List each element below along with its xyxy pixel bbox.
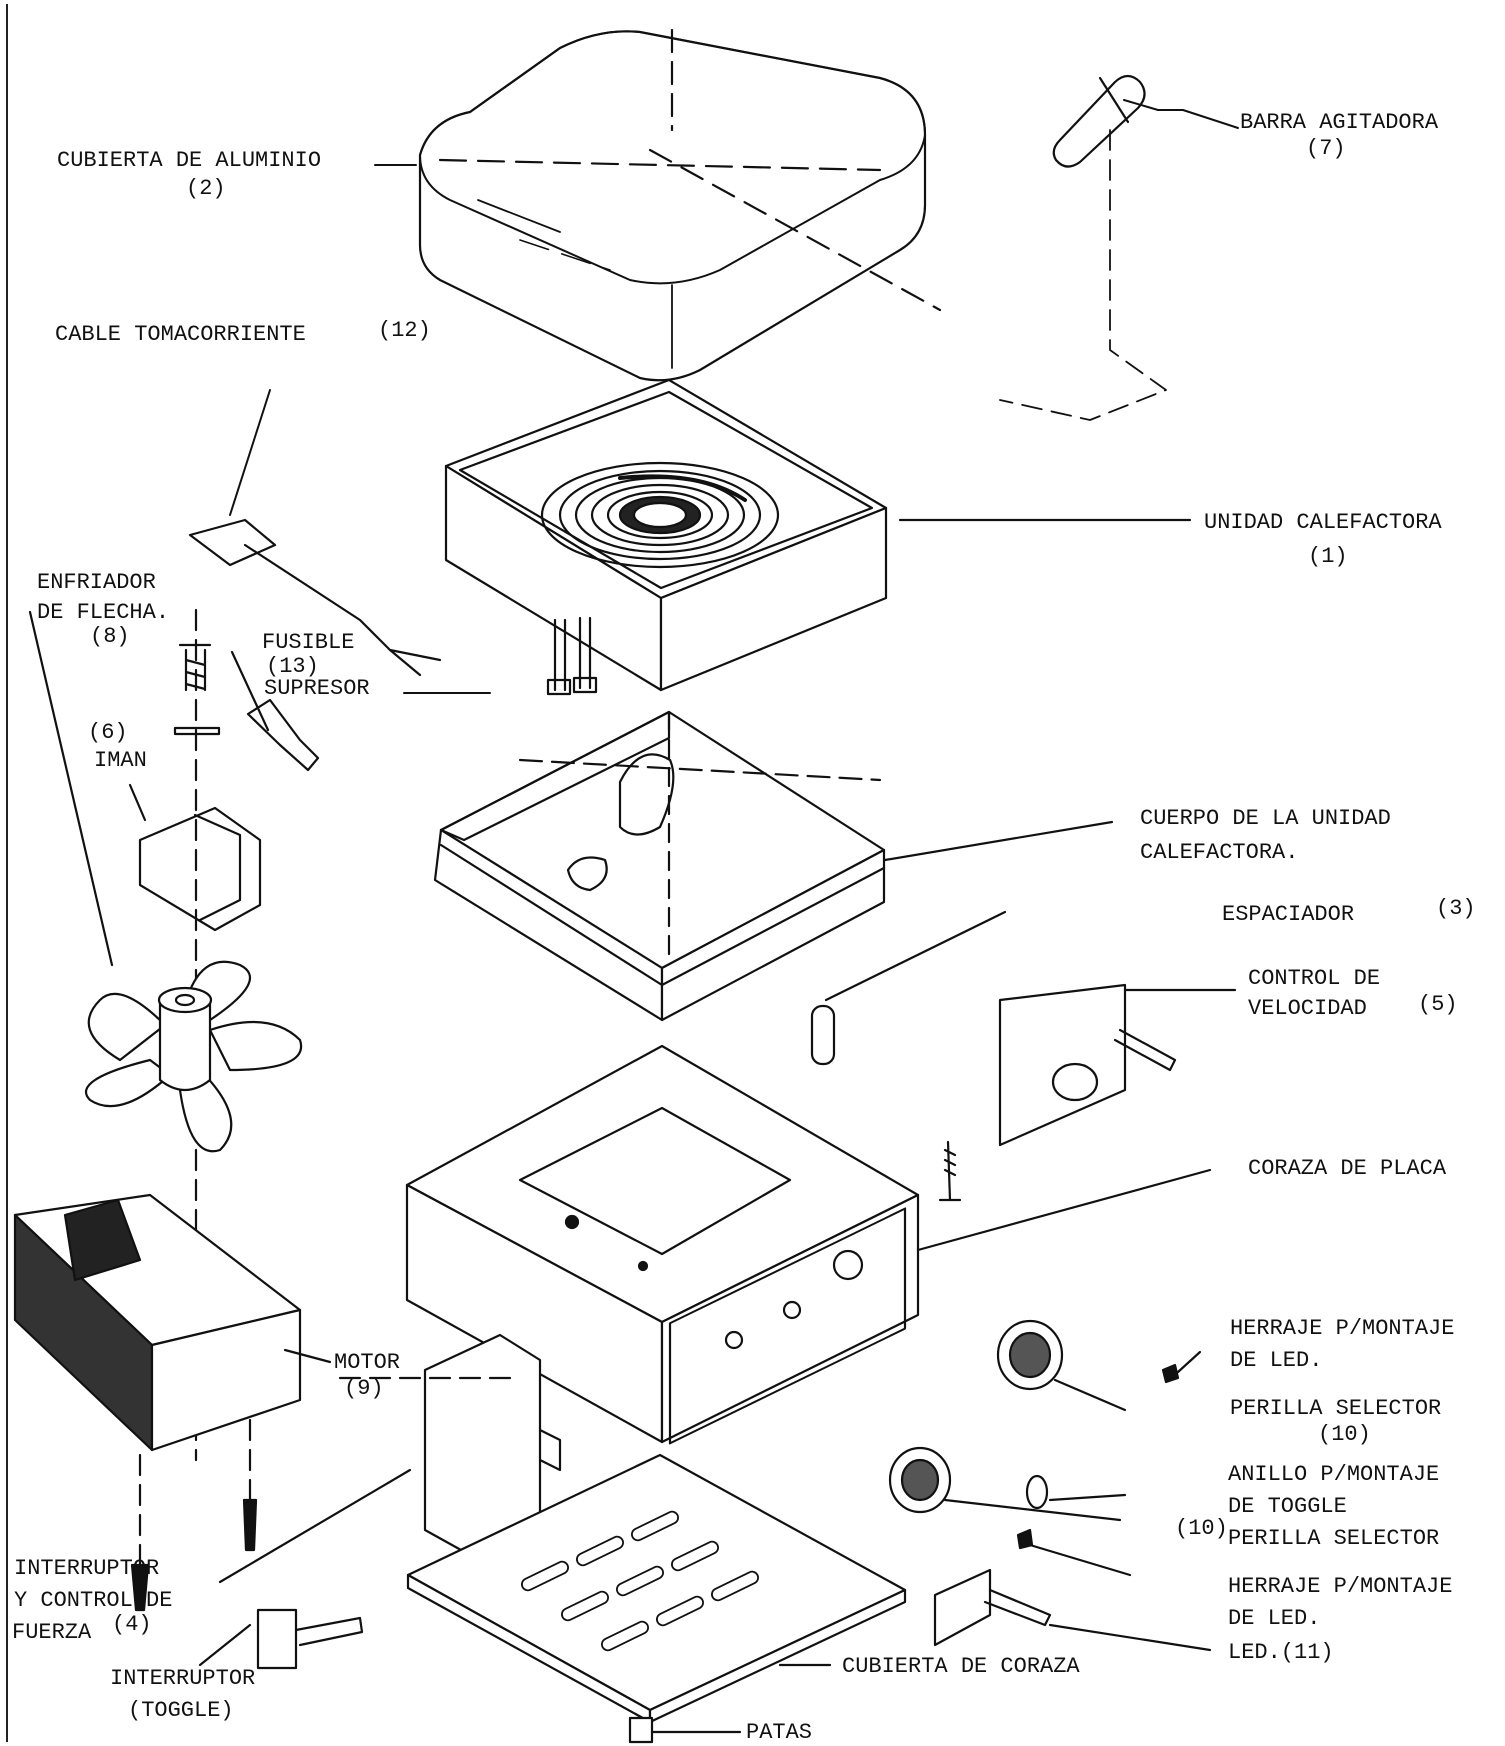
label-stir-bar: BARRA AGITADORA [1240, 110, 1439, 135]
page-frame [6, 4, 1501, 1742]
label-power-cord-number: (12) [378, 318, 431, 343]
label-selector-knob-2: PERILLA SELECTOR [1228, 1526, 1440, 1551]
label-fuse-number: (13) [266, 654, 319, 679]
label-speed-control-line2: VELOCIDAD [1248, 996, 1367, 1021]
aluminum-cover-part [418, 28, 942, 382]
label-plate-shell: CORAZA DE PLACA [1248, 1156, 1447, 1181]
label-motor-number: (9) [344, 1376, 384, 1401]
label-power-cord: CABLE TOMACORRIENTE [55, 322, 306, 347]
label-speed-control-number: (5) [1418, 992, 1458, 1017]
label-feet: PATAS [746, 1720, 813, 1745]
plate-shell-part [405, 1044, 1212, 1445]
label-heating-unit: UNIDAD CALEFACTORA [1204, 510, 1442, 535]
label-selector-knob-1-number: (10) [1318, 1422, 1371, 1447]
label-heating-unit-number: (1) [1308, 544, 1348, 569]
label-aluminum-cover-number: (2) [186, 176, 226, 201]
label-toggle-switch-line1: INTERRUPTOR [110, 1666, 256, 1691]
label-led-mount-2-line1: HERRAJE P/MONTAJE [1228, 1574, 1453, 1599]
label-magnet: IMAN [94, 748, 147, 773]
heating-unit-part [444, 378, 1192, 696]
label-aluminum-cover: CUBIERTA DE ALUMINIO [57, 148, 322, 173]
label-power-switch-line2: Y CONTROL DE [14, 1588, 173, 1613]
label-shaft-cooler-line2: DE FLECHA. [37, 600, 170, 625]
label-stir-bar-number: (7) [1306, 136, 1346, 161]
label-led: LED.(11) [1228, 1640, 1334, 1665]
label-heating-body-line2: CALEFACTORA. [1140, 840, 1299, 865]
label-toggle-ring-line2: DE TOGGLE [1228, 1494, 1347, 1519]
label-magnet-number: (6) [88, 720, 128, 745]
label-shaft-cooler-number: (8) [90, 624, 130, 649]
label-led-mount-1-line2: DE LED. [1230, 1348, 1323, 1373]
label-led-mount-2-line2: DE LED. [1228, 1606, 1321, 1631]
label-toggle-switch-line2: (TOGGLE) [128, 1698, 234, 1723]
label-shell-cover: CUBIERTA DE CORAZA [842, 1654, 1080, 1679]
label-led-mount-1-line1: HERRAJE P/MONTAJE [1230, 1316, 1455, 1341]
label-spacer-number: (3) [1436, 896, 1476, 921]
label-spacer: ESPACIADOR [1222, 902, 1355, 927]
label-suppressor: SUPRESOR [264, 676, 370, 701]
label-power-switch-number: (4) [112, 1612, 152, 1637]
label-toggle-ring-line1: ANILLO P/MONTAJE [1228, 1462, 1440, 1487]
small-parts [13, 389, 1237, 1744]
stir-bar-part [999, 74, 1239, 421]
label-motor: MOTOR [334, 1350, 401, 1375]
label-selector-knob-2-number: (10) [1175, 1516, 1228, 1541]
label-speed-control-line1: CONTROL DE [1248, 966, 1381, 991]
label-power-switch-line1: INTERRUPTOR [14, 1556, 160, 1581]
label-shaft-cooler-line1: ENFRIADOR [37, 570, 156, 595]
heating-unit-body-part [433, 710, 1114, 1022]
label-heating-body-line1: CUERPO DE LA UNIDAD [1140, 806, 1391, 831]
label-selector-knob-1: PERILLA SELECTOR [1230, 1396, 1442, 1421]
label-fuse: FUSIBLE [262, 630, 355, 655]
label-power-switch-line3: FUERZA [12, 1620, 92, 1645]
